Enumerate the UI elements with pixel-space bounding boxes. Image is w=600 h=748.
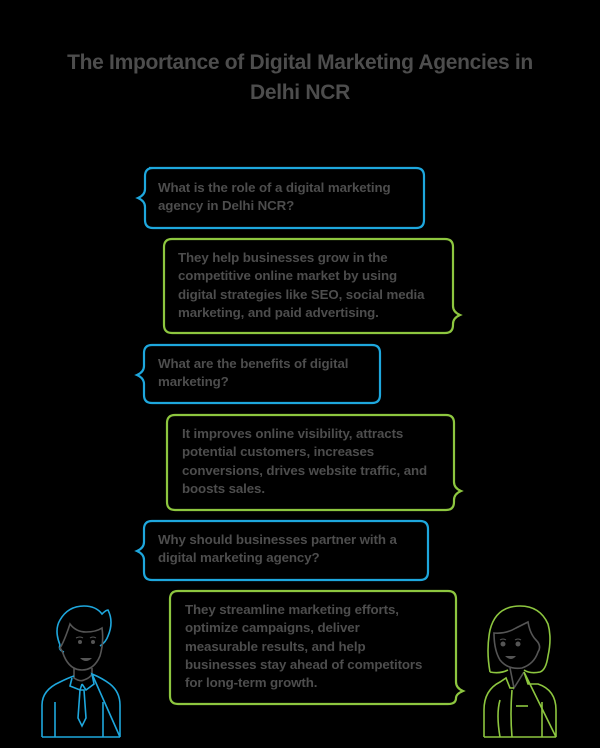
bubble-line: boosts sales. [182,480,265,496]
bubble-line: What are the benefits of digital [158,356,349,371]
bubble-line: for long-term growth. [185,675,318,691]
bubble-line: They streamline marketing efforts, [185,602,399,617]
bubble-line: optimize campaigns, deliver [185,620,360,636]
speech-bubble-left-tail-icon [134,343,382,405]
title-line-2: Delhi NCR [250,81,350,104]
question-bubble-2: What are the benefits of digital marketi… [134,343,382,405]
man-avatar-icon [20,590,140,743]
bubble-line: competitive online market by using [178,268,398,284]
bubble-line: agency in Delhi NCR? [158,198,295,214]
bubble-line: It improves online visibility, attracts [182,426,404,441]
bubble-line: digital strategies like SEO, social medi… [178,286,425,302]
title-line-1: The Importance of Digital Marketing Agen… [67,51,533,74]
bubble-line: digital marketing agency? [158,550,320,566]
question-bubble-1: What is the role of a digital marketing … [135,166,426,230]
bubble-line: measurable results, and help [185,638,366,654]
diagram-title: The Importance of Digital Marketing Agen… [0,48,600,108]
speech-bubble-left-tail-icon [134,519,430,582]
answer-bubble-1: They help businesses grow in the competi… [162,237,463,335]
bubble-line: potential customers, increases [182,444,375,460]
speech-bubble-right-tail-icon [168,589,466,706]
answer-bubble-3: They streamline marketing efforts, optim… [168,589,469,706]
bubble-line: conversions, drives website traffic, and [182,462,428,478]
bubble-line: What is the role of a digital marketing [158,180,391,195]
bubble-line: They help businesses grow in the [178,250,388,265]
bubble-line: marketing, and paid advertising. [178,304,379,320]
speech-bubble-left-tail-icon [135,166,426,230]
woman-avatar-icon [460,590,580,743]
bubble-line: businesses stay ahead of competitors [185,656,423,672]
answer-bubble-2: It improves online visibility, attracts … [165,413,466,512]
speech-bubble-right-tail-icon [162,237,463,335]
bubble-line: Why should businesses partner with a [158,532,397,547]
speech-bubble-right-tail-icon [165,413,464,512]
question-bubble-3: Why should businesses partner with a dig… [134,519,430,582]
bubble-line: marketing? [158,374,229,390]
